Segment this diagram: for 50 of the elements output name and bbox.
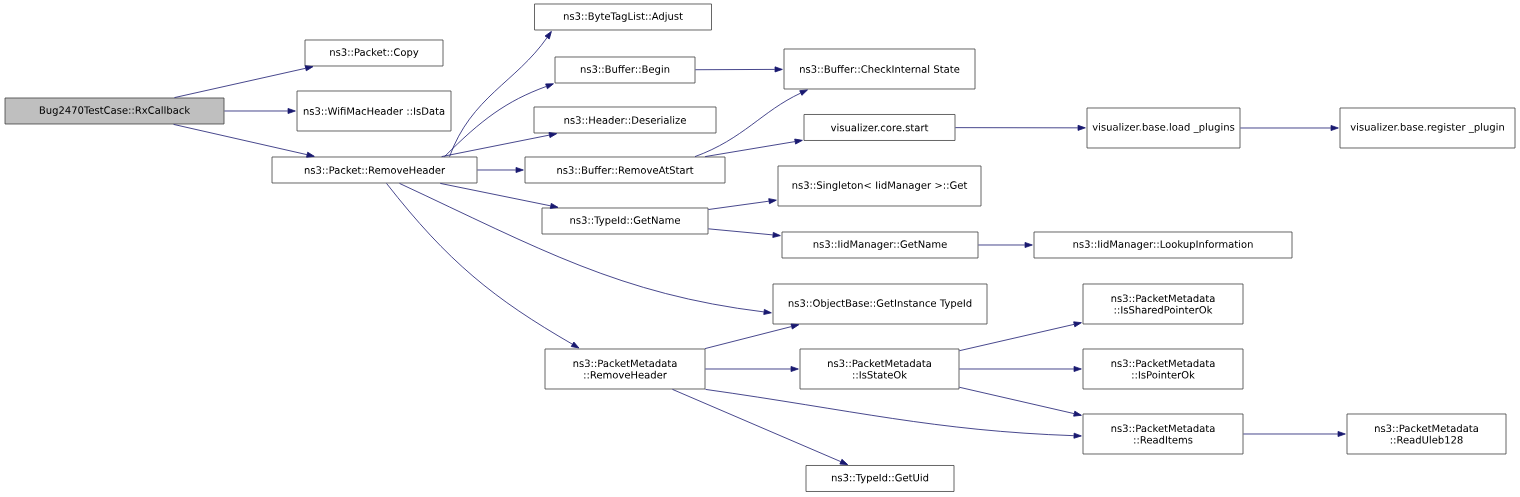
arrow: [955, 124, 1086, 131]
function-box: ns3::PacketMetadata ::ReadItems: [1082, 413, 1244, 455]
arrow: [449, 31, 552, 157]
arrow: [708, 228, 781, 238]
function-box: ns3::Header::Deserialize: [533, 106, 717, 134]
arrow: [441, 132, 558, 157]
arrow: [959, 321, 1082, 352]
arrow: [705, 366, 799, 372]
arrow: [694, 89, 808, 157]
function-box: visualizer.core.start: [803, 114, 956, 141]
arrow: [978, 242, 1033, 248]
arrow: [704, 138, 803, 157]
function-box: ns3::PacketMetadata ::RemoveHeader: [544, 348, 706, 390]
arrow: [695, 66, 783, 73]
arrow: [477, 167, 524, 173]
arrow: [174, 65, 314, 98]
function-box: ns3::Buffer::RemoveAtStart: [524, 156, 726, 184]
function-box: ns3::PacketMetadata ::ReadUleb128: [1346, 413, 1507, 455]
function-box: ns3::PacketMetadata ::IsStateOk: [799, 348, 960, 390]
arrow: [444, 83, 554, 157]
arrow: [1240, 125, 1339, 131]
arrow: [959, 366, 1082, 372]
function-box: Bug2470TestCase::RxCallback: [4, 97, 225, 125]
function-box: ns3::PacketMetadata ::IsSharedPointerOk: [1082, 283, 1244, 325]
arrow: [959, 386, 1082, 417]
function-box: ns3::WifiMacHeader ::IsData: [296, 90, 452, 132]
arrow: [672, 389, 849, 465]
function-box: ns3::TypeId::GetUid: [805, 465, 955, 492]
arrow: [224, 108, 296, 114]
function-box: ns3::Singleton< IidManager >::Get: [777, 165, 982, 207]
function-box: ns3::ByteTagList::Adjust: [534, 3, 712, 31]
arrow: [439, 183, 559, 209]
arrow: [399, 183, 772, 315]
function-box: visualizer.base.register _plugin: [1339, 107, 1516, 149]
function-box: ns3::IidManager::GetName: [781, 231, 979, 259]
arrow: [708, 198, 777, 210]
function-box: ns3::ObjectBase::GetInstance TypeId: [772, 283, 988, 325]
function-box: ns3::Buffer::CheckInternal State: [783, 48, 976, 90]
function-box: visualizer.base.load _plugins: [1086, 107, 1241, 149]
arrow: [1243, 431, 1346, 437]
function-box: ns3::Packet::RemoveHeader: [271, 156, 478, 184]
arrow: [705, 389, 1082, 439]
function-box: ns3::TypeId::GetName: [541, 207, 709, 235]
function-box: ns3::Packet::Copy: [304, 39, 444, 67]
function-box: ns3::PacketMetadata ::IsPointerOk: [1082, 348, 1244, 390]
function-box: ns3::Buffer::Begin: [554, 56, 696, 84]
function-box: ns3::IidManager::LookupInformation: [1033, 231, 1293, 259]
arrow: [173, 124, 315, 158]
arrow: [704, 323, 800, 349]
arrow: [386, 183, 580, 349]
